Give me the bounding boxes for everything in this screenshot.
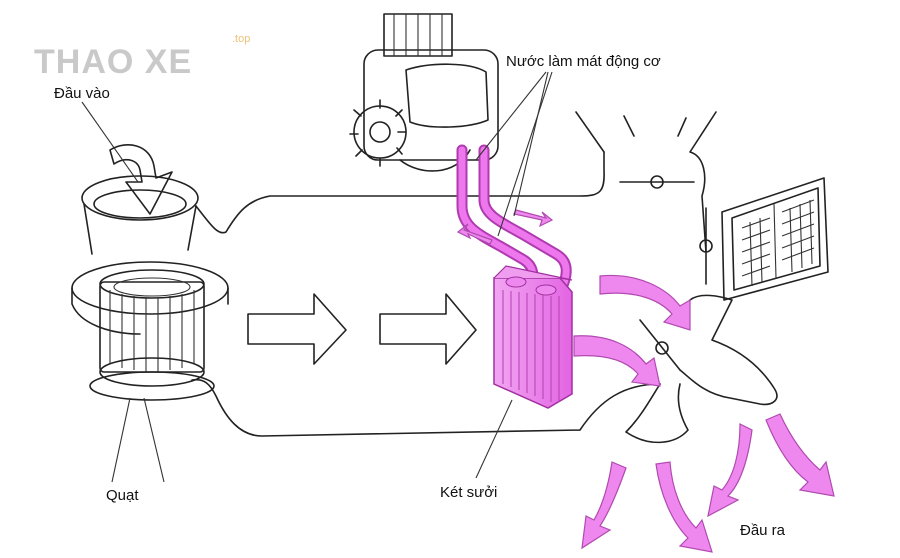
blower-fan — [72, 262, 228, 400]
label-fan: Quạt — [106, 487, 139, 504]
label-heater-core: Két sưởi — [440, 484, 497, 501]
label-inlet: Đầu vào — [54, 85, 110, 102]
logo-text: THAO XE — [34, 43, 192, 81]
site-logo: THAO XE .top — [34, 33, 250, 81]
leader-lines — [82, 72, 552, 482]
air-inlet — [82, 176, 198, 254]
label-outlet: Đầu ra — [740, 522, 786, 539]
logo-subtext: .top — [232, 33, 250, 45]
flow-arrow-right — [380, 294, 476, 364]
warm-air-arrows — [574, 275, 834, 552]
air-duct-housing — [192, 152, 660, 436]
windshield-grille — [722, 178, 828, 300]
engine-block — [350, 14, 498, 171]
flow-arrow-left — [248, 294, 346, 364]
label-engine-coolant: Nước làm mát động cơ — [506, 53, 661, 70]
heater-core — [494, 266, 572, 408]
